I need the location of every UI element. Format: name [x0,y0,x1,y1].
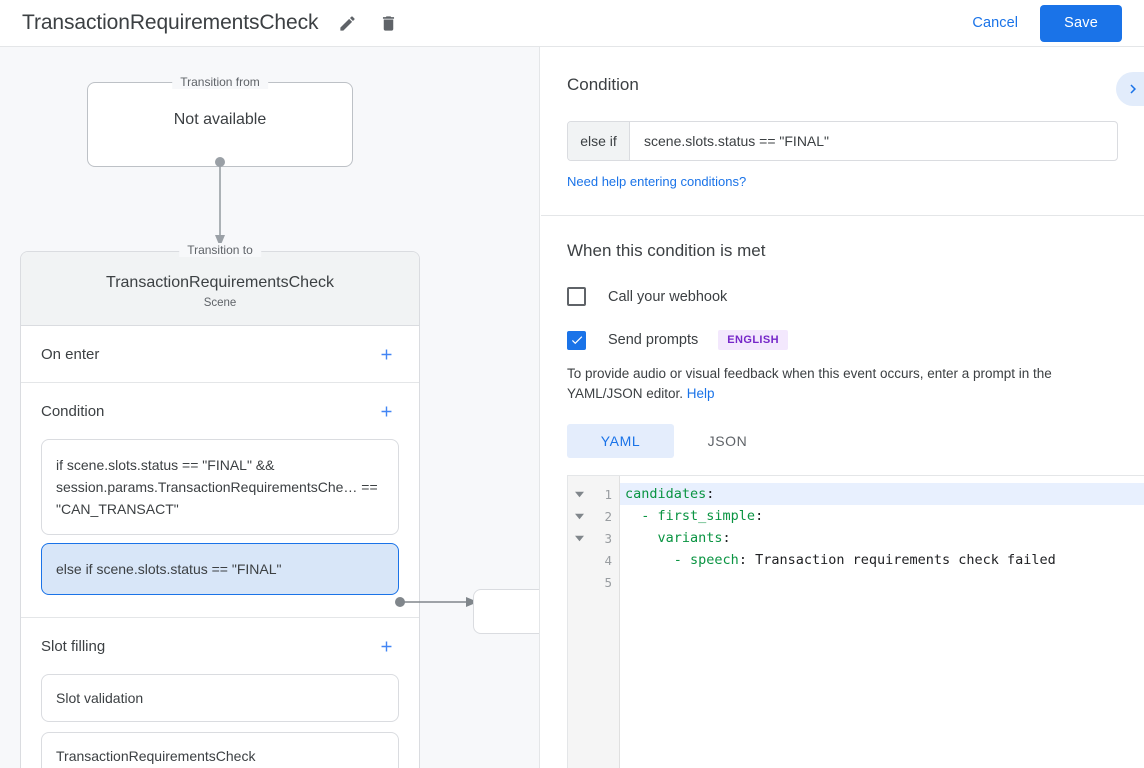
code-token-key: candidates [625,486,707,502]
plus-icon [381,349,391,359]
app-header: TransactionRequirementsCheck Cancel Save [0,0,1144,47]
scene-card[interactable]: Transition to TransactionRequirementsChe… [20,243,420,768]
line-number: 4 [604,552,612,568]
send-prompts-label: Send prompts [608,332,699,348]
plus-icon [381,406,391,416]
line-number: 1 [604,486,612,502]
fold-triangle-icon[interactable] [568,490,590,499]
add-condition-button[interactable] [373,398,399,424]
trash-icon [382,15,394,31]
flow-canvas[interactable]: Transition from Not available Transition… [0,47,540,768]
code-line[interactable]: variants: [620,527,1144,549]
condition-operator[interactable]: else if [568,122,630,160]
yaml-json-editor[interactable]: 1 2 3 4 5 candidates: - first_simple: varian… [567,475,1144,768]
section-slot-filling-head: Slot filling [41,618,399,674]
line-number: 5 [604,574,612,590]
flow-connector-down [215,157,225,247]
transition-from-value: Not available [173,111,267,128]
webhook-row[interactable]: Call your webhook [567,287,1118,306]
condition-list: if scene.slots.status == "FINAL" && sess… [41,439,399,617]
section-condition-head: Condition [41,383,399,439]
section-slot-filling: Slot filling Slot validation Transaction… [21,618,419,768]
scene-card-header: Transition to TransactionRequirementsChe… [21,243,419,326]
gutter-row: 2 [568,505,619,527]
editor-format-tabs: YAML JSON [567,424,1118,458]
expand-panel-button[interactable] [1116,72,1144,106]
condition-item[interactable]: if scene.slots.status == "FINAL" && sess… [41,439,399,535]
gutter-row: 5 [568,571,619,593]
condition-item-selected[interactable]: else if scene.slots.status == "FINAL" [41,543,399,595]
pencil-icon [340,15,355,31]
fold-triangle-icon[interactable] [568,512,590,521]
edit-name-button[interactable] [332,8,362,38]
when-condition-met-heading: When this condition is met [567,241,766,260]
condition-expression-input[interactable] [630,122,1117,160]
slot-filling-list: Slot validation TransactionRequirementsC… [41,674,399,768]
code-token-value: : [706,486,715,502]
next-node-card[interactable] [473,589,539,634]
scene-subtitle: Scene [203,297,237,309]
code-line[interactable]: - speech: Transaction requirements check… [620,549,1144,571]
add-on-enter-button[interactable] [373,341,399,367]
transition-to-legend: Transition to [179,243,261,257]
when-condition-met-section: When this condition is met Call your web… [541,216,1144,458]
gutter-row: 1 [568,483,619,505]
prompts-help-link[interactable]: Help [686,386,715,401]
prompts-hint: To provide audio or visual feedback when… [567,364,1118,404]
condition-help-link[interactable]: Need help entering conditions? [567,174,747,189]
slot-item[interactable]: Slot validation [41,674,399,722]
slot-item[interactable]: TransactionRequirementsCheck [41,732,399,768]
condition-section: Condition else if Need help entering con… [541,47,1144,216]
scene-title: TransactionRequirementsCheck [106,274,334,291]
details-panel: Condition else if Need help entering con… [541,47,1144,768]
line-number: 2 [604,508,612,524]
chevron-right-icon [1130,84,1136,94]
code-token-value: : Transaction requirements check failed [738,552,1056,568]
code-token-key: - first_simple [641,508,756,524]
call-webhook-checkbox[interactable] [567,287,586,306]
code-line[interactable]: candidates: [620,483,1144,505]
code-token-value: : [722,530,731,546]
save-button[interactable]: Save [1040,4,1122,42]
section-on-enter: On enter [21,326,419,383]
transition-from-card[interactable]: Transition from Not available [87,75,353,167]
flow-connector-right [395,597,478,607]
section-slot-filling-title: Slot filling [41,637,106,655]
gutter-row: 3 [568,527,619,549]
add-slot-filling-button[interactable] [373,633,399,659]
editor-code-area[interactable]: candidates: - first_simple: variants: - … [620,476,1144,768]
code-token-key: - speech [673,552,739,568]
section-on-enter-head: On enter [41,326,399,382]
code-line[interactable] [620,571,1144,593]
code-token-key: variants [657,530,723,546]
section-condition: Condition if scene.slots.status == "FINA… [21,383,419,618]
condition-heading: Condition [567,75,639,94]
section-condition-title: Condition [41,402,105,420]
transition-from-legend: Transition from [172,75,268,89]
prompts-hint-text: To provide audio or visual feedback when… [567,366,1052,401]
gutter-row: 4 [568,549,619,571]
check-icon [571,336,582,345]
code-line[interactable]: - first_simple: [620,505,1144,527]
editor-gutter: 1 2 3 4 5 [568,476,620,768]
delete-button[interactable] [373,8,403,38]
line-number: 3 [604,530,612,546]
code-token-value: : [755,508,764,524]
cancel-button[interactable]: Cancel [960,6,1030,40]
tab-yaml[interactable]: YAML [567,424,674,458]
section-on-enter-title: On enter [41,345,100,363]
send-prompts-row[interactable]: Send prompts ENGLISH [567,330,1118,350]
tab-json[interactable]: JSON [707,433,748,449]
condition-input-row[interactable]: else if [567,121,1118,161]
plus-icon [381,641,391,651]
page-title: TransactionRequirementsCheck [22,11,319,34]
call-webhook-label: Call your webhook [608,288,728,305]
fold-triangle-icon[interactable] [568,534,590,543]
language-badge: ENGLISH [718,330,788,350]
send-prompts-checkbox[interactable] [567,330,586,350]
